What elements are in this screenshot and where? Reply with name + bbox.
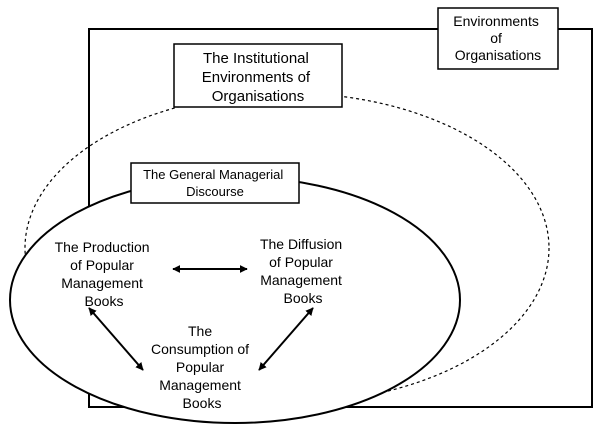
general-discourse-label-box [130,162,300,204]
general-discourse-label-line: Discourse [186,184,244,199]
consumption-node: The Consumption of Popular Management Bo… [151,323,253,411]
production-node-line: Books [85,293,124,309]
production-node: The Production of Popular Management Boo… [55,239,154,309]
institutional-label-line: The Institutional [203,50,309,67]
institutional-label-line: Organisations [212,88,305,105]
consumption-node-line: Books [183,395,222,411]
general-discourse-label: The General Managerial Discourse [143,167,287,199]
diffusion-node: The Diffusion of Popular Management Book… [260,236,346,306]
institutional-label-line: Environments of [202,69,311,86]
environments-label-box [437,7,559,70]
environments-label-line: Organisations [455,47,541,63]
environments-label-line: of [490,30,502,46]
diffusion-node-line: Management [260,272,342,288]
general-discourse-label-line: The General Managerial [143,167,283,182]
institutional-label: The Institutional Environments of Organi… [202,50,315,105]
diffusion-node-line: Books [284,290,323,306]
production-node-line: Management [61,275,143,291]
production-node-line: of Popular [70,257,134,273]
consumption-node-line: Popular [176,359,225,375]
production-node-line: The Production [55,239,150,255]
diffusion-consumption-arrow [258,307,314,371]
consumption-node-line: Management [159,377,241,393]
diffusion-node-line: of Popular [269,254,333,270]
diffusion-node-line: The Diffusion [260,236,342,252]
consumption-node-line: The [188,323,212,339]
environments-label-line: Environments [453,13,539,29]
environments-label: Environments of Organisations [453,13,542,63]
consumption-node-line: Consumption of [151,341,249,357]
production-consumption-arrow [88,307,144,371]
institutional-label-box [173,43,343,108]
